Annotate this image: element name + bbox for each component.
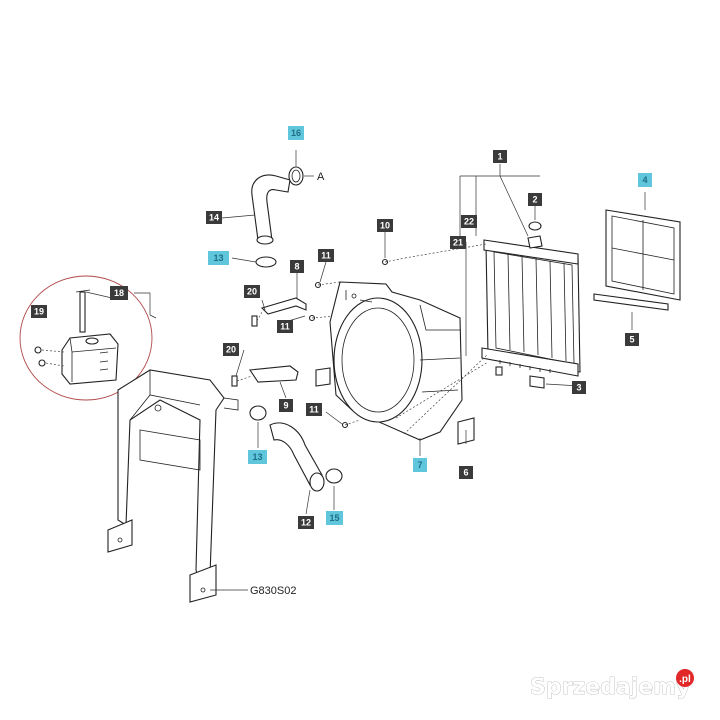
callout-19-number: 19	[34, 307, 44, 317]
callout-12-number: 12	[301, 518, 311, 528]
callout-3: 3	[572, 381, 586, 394]
callout-4: 4	[638, 173, 652, 187]
callout-22: 22	[461, 215, 477, 228]
callout-2: 2	[528, 193, 542, 206]
bolt-20-upper	[251, 315, 258, 327]
drain-plug-3	[529, 375, 545, 389]
callout-20-upper-number: 20	[247, 287, 257, 297]
detail-callout-circle	[19, 275, 153, 401]
callout-20-upper: 20	[244, 285, 260, 298]
callout-16-number: 16	[291, 128, 301, 138]
radiator-cap	[527, 221, 543, 249]
callout-11-middle-number: 11	[280, 322, 290, 332]
nut-lower	[495, 366, 503, 376]
bolt-20-lower	[231, 375, 238, 387]
callout-11-lower-number: 11	[309, 405, 319, 415]
foam-pad-left	[315, 367, 331, 387]
callout-11-upper: 11	[318, 249, 334, 262]
callout-1: 1	[493, 150, 507, 163]
callout-7: 7	[413, 458, 427, 472]
callout-18-number: 18	[114, 288, 124, 298]
callout-5-number: 5	[629, 335, 634, 345]
callout-6: 6	[459, 466, 473, 479]
callout-12: 12	[298, 516, 314, 529]
watermark: Sprzedajemy .pl	[530, 669, 694, 700]
callout-5: 5	[625, 333, 639, 346]
callout-15-number: 15	[329, 513, 339, 523]
callout-21-number: 21	[453, 238, 463, 248]
callout-4-number: 4	[642, 175, 647, 185]
radiator-core	[481, 239, 581, 377]
callout-13-lower-number: 13	[252, 452, 262, 462]
callout-14: 14	[206, 211, 222, 224]
watermark-domain: .pl	[679, 674, 691, 685]
callout-3-number: 3	[576, 383, 581, 393]
callout-8: 8	[290, 260, 304, 273]
callout-15: 15	[326, 511, 343, 525]
callout-10: 10	[377, 219, 393, 232]
hose-clamp-13-lower	[249, 405, 267, 421]
callout-19: 19	[31, 305, 47, 318]
support-frame	[107, 369, 239, 603]
callout-11-middle: 11	[277, 320, 293, 333]
hose-clamp-15	[325, 468, 343, 484]
bracket-9	[249, 365, 299, 383]
callout-9: 9	[279, 399, 293, 412]
lower-hose	[269, 422, 325, 492]
hose-clamp-16	[288, 166, 304, 186]
callout-13-upper-number: 13	[213, 253, 223, 263]
bracket-8	[260, 297, 307, 315]
callout-13-lower: 13	[248, 450, 267, 464]
callout-16: 16	[288, 126, 304, 140]
callout-20-lower: 20	[223, 343, 239, 356]
callout-1-number: 1	[497, 152, 502, 162]
callout-9-number: 9	[283, 401, 288, 411]
upper-hose	[251, 174, 291, 245]
callout-8-number: 8	[294, 262, 299, 272]
callout-11-lower: 11	[306, 403, 322, 416]
drawing-code: G830S02	[250, 585, 296, 597]
callout-14-number: 14	[209, 213, 219, 223]
callout-2-number: 2	[532, 195, 537, 205]
fan-shroud	[329, 281, 463, 441]
reference-label-a: A	[317, 171, 325, 183]
seal-strip	[593, 293, 669, 311]
screw-19-a	[34, 346, 42, 354]
callout-22-number: 22	[464, 217, 474, 227]
callout-21: 21	[450, 236, 466, 249]
hose-clamp-13-upper	[255, 256, 277, 268]
debris-screen	[605, 209, 681, 301]
expansion-tank	[61, 289, 119, 385]
screw-19-b	[38, 359, 46, 367]
callout-13-upper: 13	[208, 251, 229, 265]
watermark-text: Sprzedajemy	[530, 675, 691, 700]
callout-18: 18	[110, 286, 128, 300]
callout-10-number: 10	[380, 221, 390, 231]
watermark-dot	[676, 669, 694, 687]
callout-11-upper-number: 11	[321, 251, 331, 261]
callout-6-number: 6	[463, 468, 468, 478]
callout-7-number: 7	[417, 460, 422, 470]
callout-20-lower-number: 20	[226, 345, 236, 355]
